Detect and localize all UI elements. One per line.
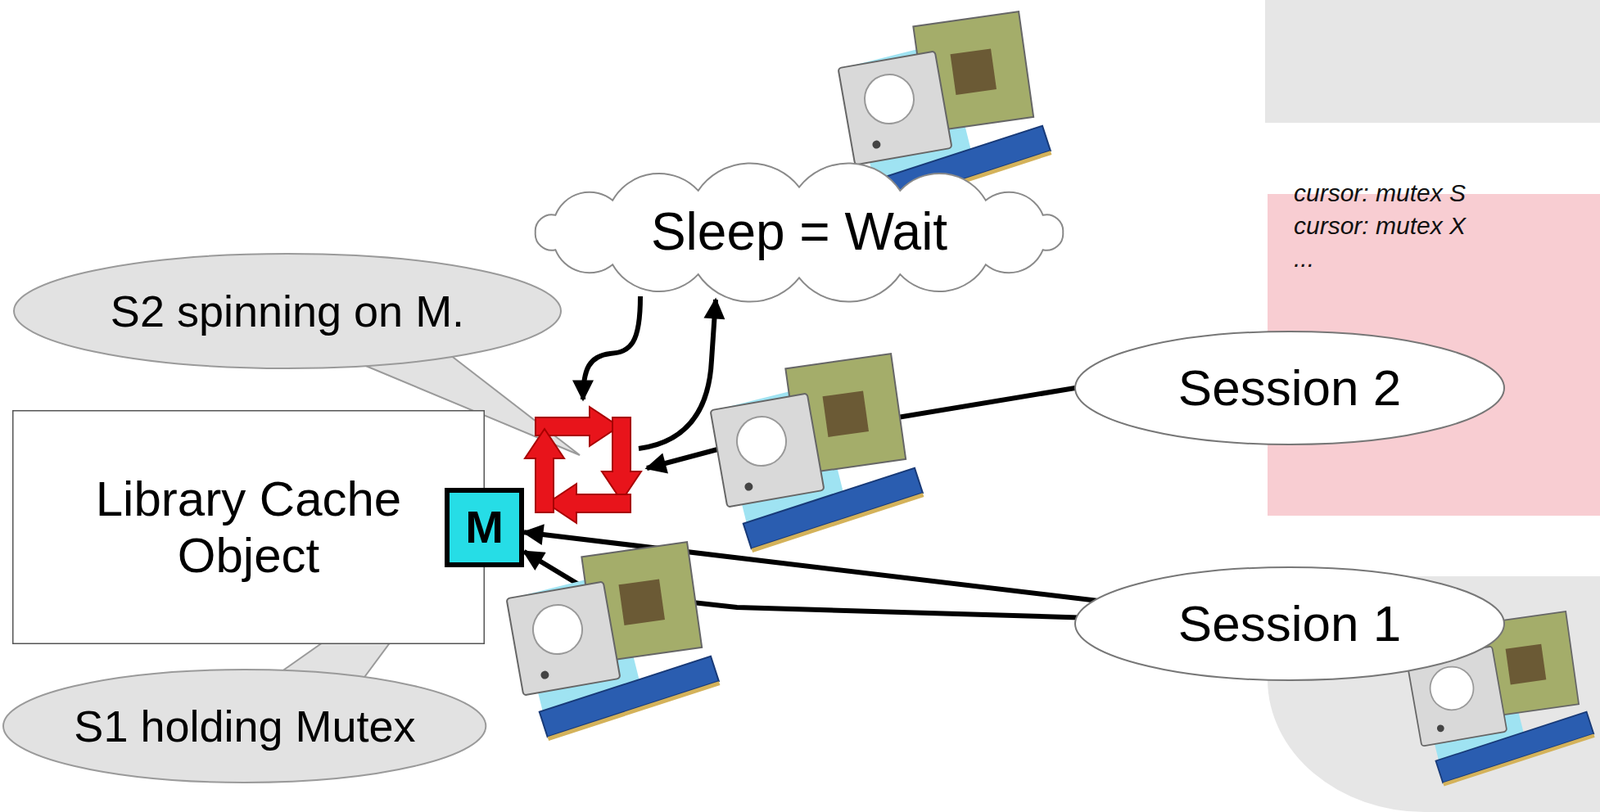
spinner-icon: [524, 406, 642, 524]
grey-panel: [1265, 0, 1600, 123]
sleep-arrow: [583, 296, 641, 400]
node-text: Library Cache Object: [56, 470, 442, 584]
ellipse-outline: [1075, 567, 1505, 681]
ellipse-outline: [13, 253, 561, 369]
node-content: Session 1: [1073, 565, 1506, 683]
node-text: Session 2: [1178, 358, 1402, 417]
spin-arrow: [646, 448, 721, 469]
node-text: S1 holding Mutex: [73, 700, 416, 752]
wake-arrow: [638, 299, 716, 449]
session-ellipse: Session 2: [1073, 329, 1506, 447]
cloud-node: Sleep = Wait: [506, 174, 1093, 291]
box-outline: [447, 490, 522, 565]
node-text: Session 1: [1178, 594, 1402, 653]
node-content: Sleep = Wait: [506, 174, 1093, 291]
cpu-icon: [709, 353, 924, 553]
callout-bubble: S1 holding Mutex: [1, 668, 488, 785]
session-ellipse: Session 1: [1073, 565, 1506, 683]
spinner-arm: [546, 483, 631, 524]
node-content: Session 2: [1073, 329, 1506, 447]
node-shape: [12, 410, 485, 645]
ellipse-outline: [1075, 331, 1505, 445]
node-content: S2 spinning on M.: [12, 252, 563, 371]
spinner-arm: [601, 417, 642, 502]
node-content: S1 holding Mutex: [1, 668, 488, 785]
node-text: M: [465, 501, 504, 554]
cloud-outline: [535, 162, 1064, 302]
node-content: Library Cache Object: [12, 410, 485, 645]
ellipse-outline: [3, 669, 486, 783]
note-text: cursor: mutex X: [1293, 211, 1466, 241]
callout-bubble: S2 spinning on M.: [12, 252, 563, 371]
cpu-icon: [506, 542, 720, 742]
spinner-arm: [524, 429, 565, 513]
object-box: Library Cache Object: [12, 410, 485, 645]
node-text: S2 spinning on M.: [110, 285, 465, 337]
node-content: M: [444, 488, 525, 568]
note-text: cursor: mutex S: [1293, 178, 1466, 208]
node-text: Sleep = Wait: [650, 202, 948, 263]
mutex-box: M: [444, 488, 525, 568]
note-text: ...: [1293, 244, 1315, 274]
box-outline: [13, 411, 485, 645]
